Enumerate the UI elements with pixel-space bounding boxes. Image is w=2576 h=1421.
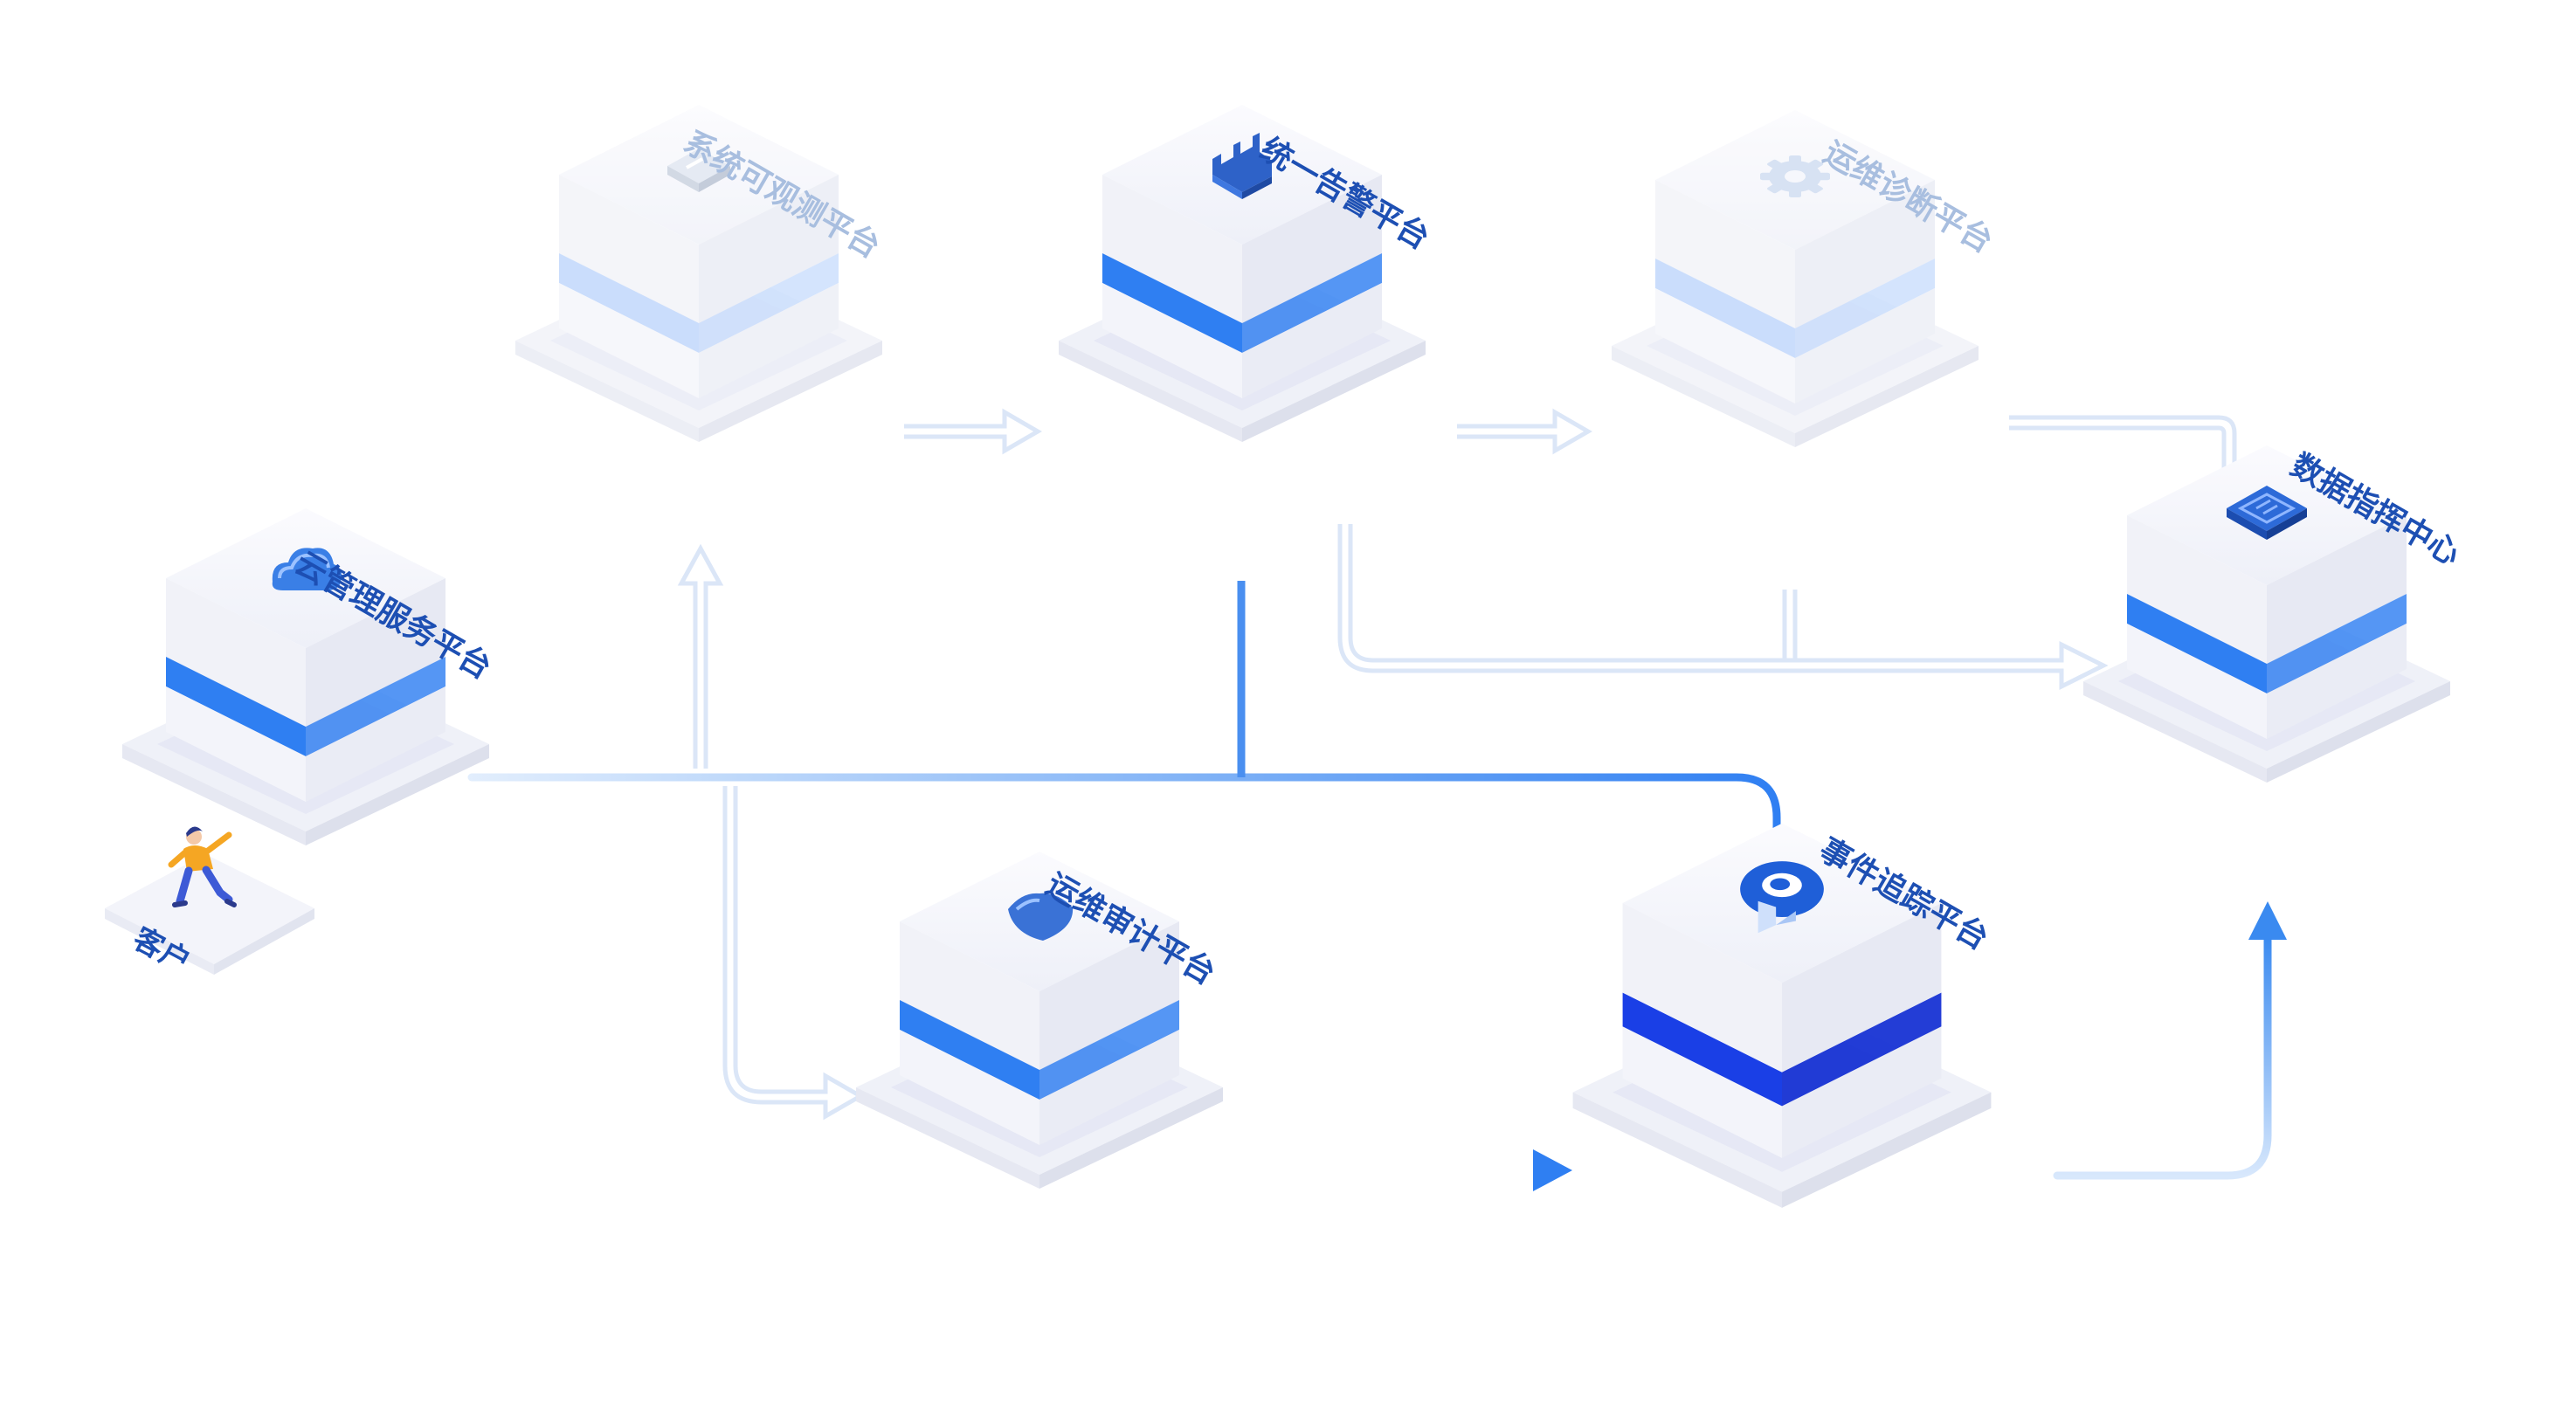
customer-figure: 客户 [105,826,314,980]
customer-pad [105,854,314,964]
node-band [559,253,699,353]
arrowhead-into-command [2248,901,2287,940]
faint-arrow-down-to-audit [722,786,866,1121]
cloud-icon [272,548,342,590]
node-band [166,657,306,756]
person-icon [168,826,237,907]
node-band [2127,594,2267,693]
arrow-cloud-to-event [467,773,1781,865]
gear-icon [1760,155,1830,197]
monitor-icon [2227,486,2307,540]
node-command[interactable] [2083,445,2450,783]
node-band [900,1000,1039,1100]
node-observe[interactable] [515,105,882,442]
factory-icon [1212,133,1272,199]
node-band [1655,259,1795,358]
node-diag[interactable] [1612,110,1979,447]
folder-icon [667,148,730,192]
node-cloud[interactable] [122,508,489,845]
shield-icon [1008,893,1074,941]
target-icon [1740,861,1824,934]
arrowhead-audit-to-event [1533,1149,1572,1191]
faint-arrow-alarm-to-diag [1457,408,1592,455]
node-layer: 系统可观测平台统一告警平台运维诊断平台数据指挥中心云管理服务平台运维审计平台事件… [122,105,2466,1208]
arrow-event-to-command [2053,932,2272,1180]
node-band [1102,253,1242,353]
node-band [1622,992,1782,1107]
node-alarm[interactable] [1059,105,1426,442]
node-event[interactable] [1572,823,1992,1208]
faint-arrow-alarm-diag-to-command [1337,524,2109,691]
faint-arrow-up-to-observe [677,543,724,769]
connectors [467,408,2287,1191]
faint-arrow-observe-to-alarm [904,408,1042,455]
node-audit[interactable] [856,852,1223,1189]
